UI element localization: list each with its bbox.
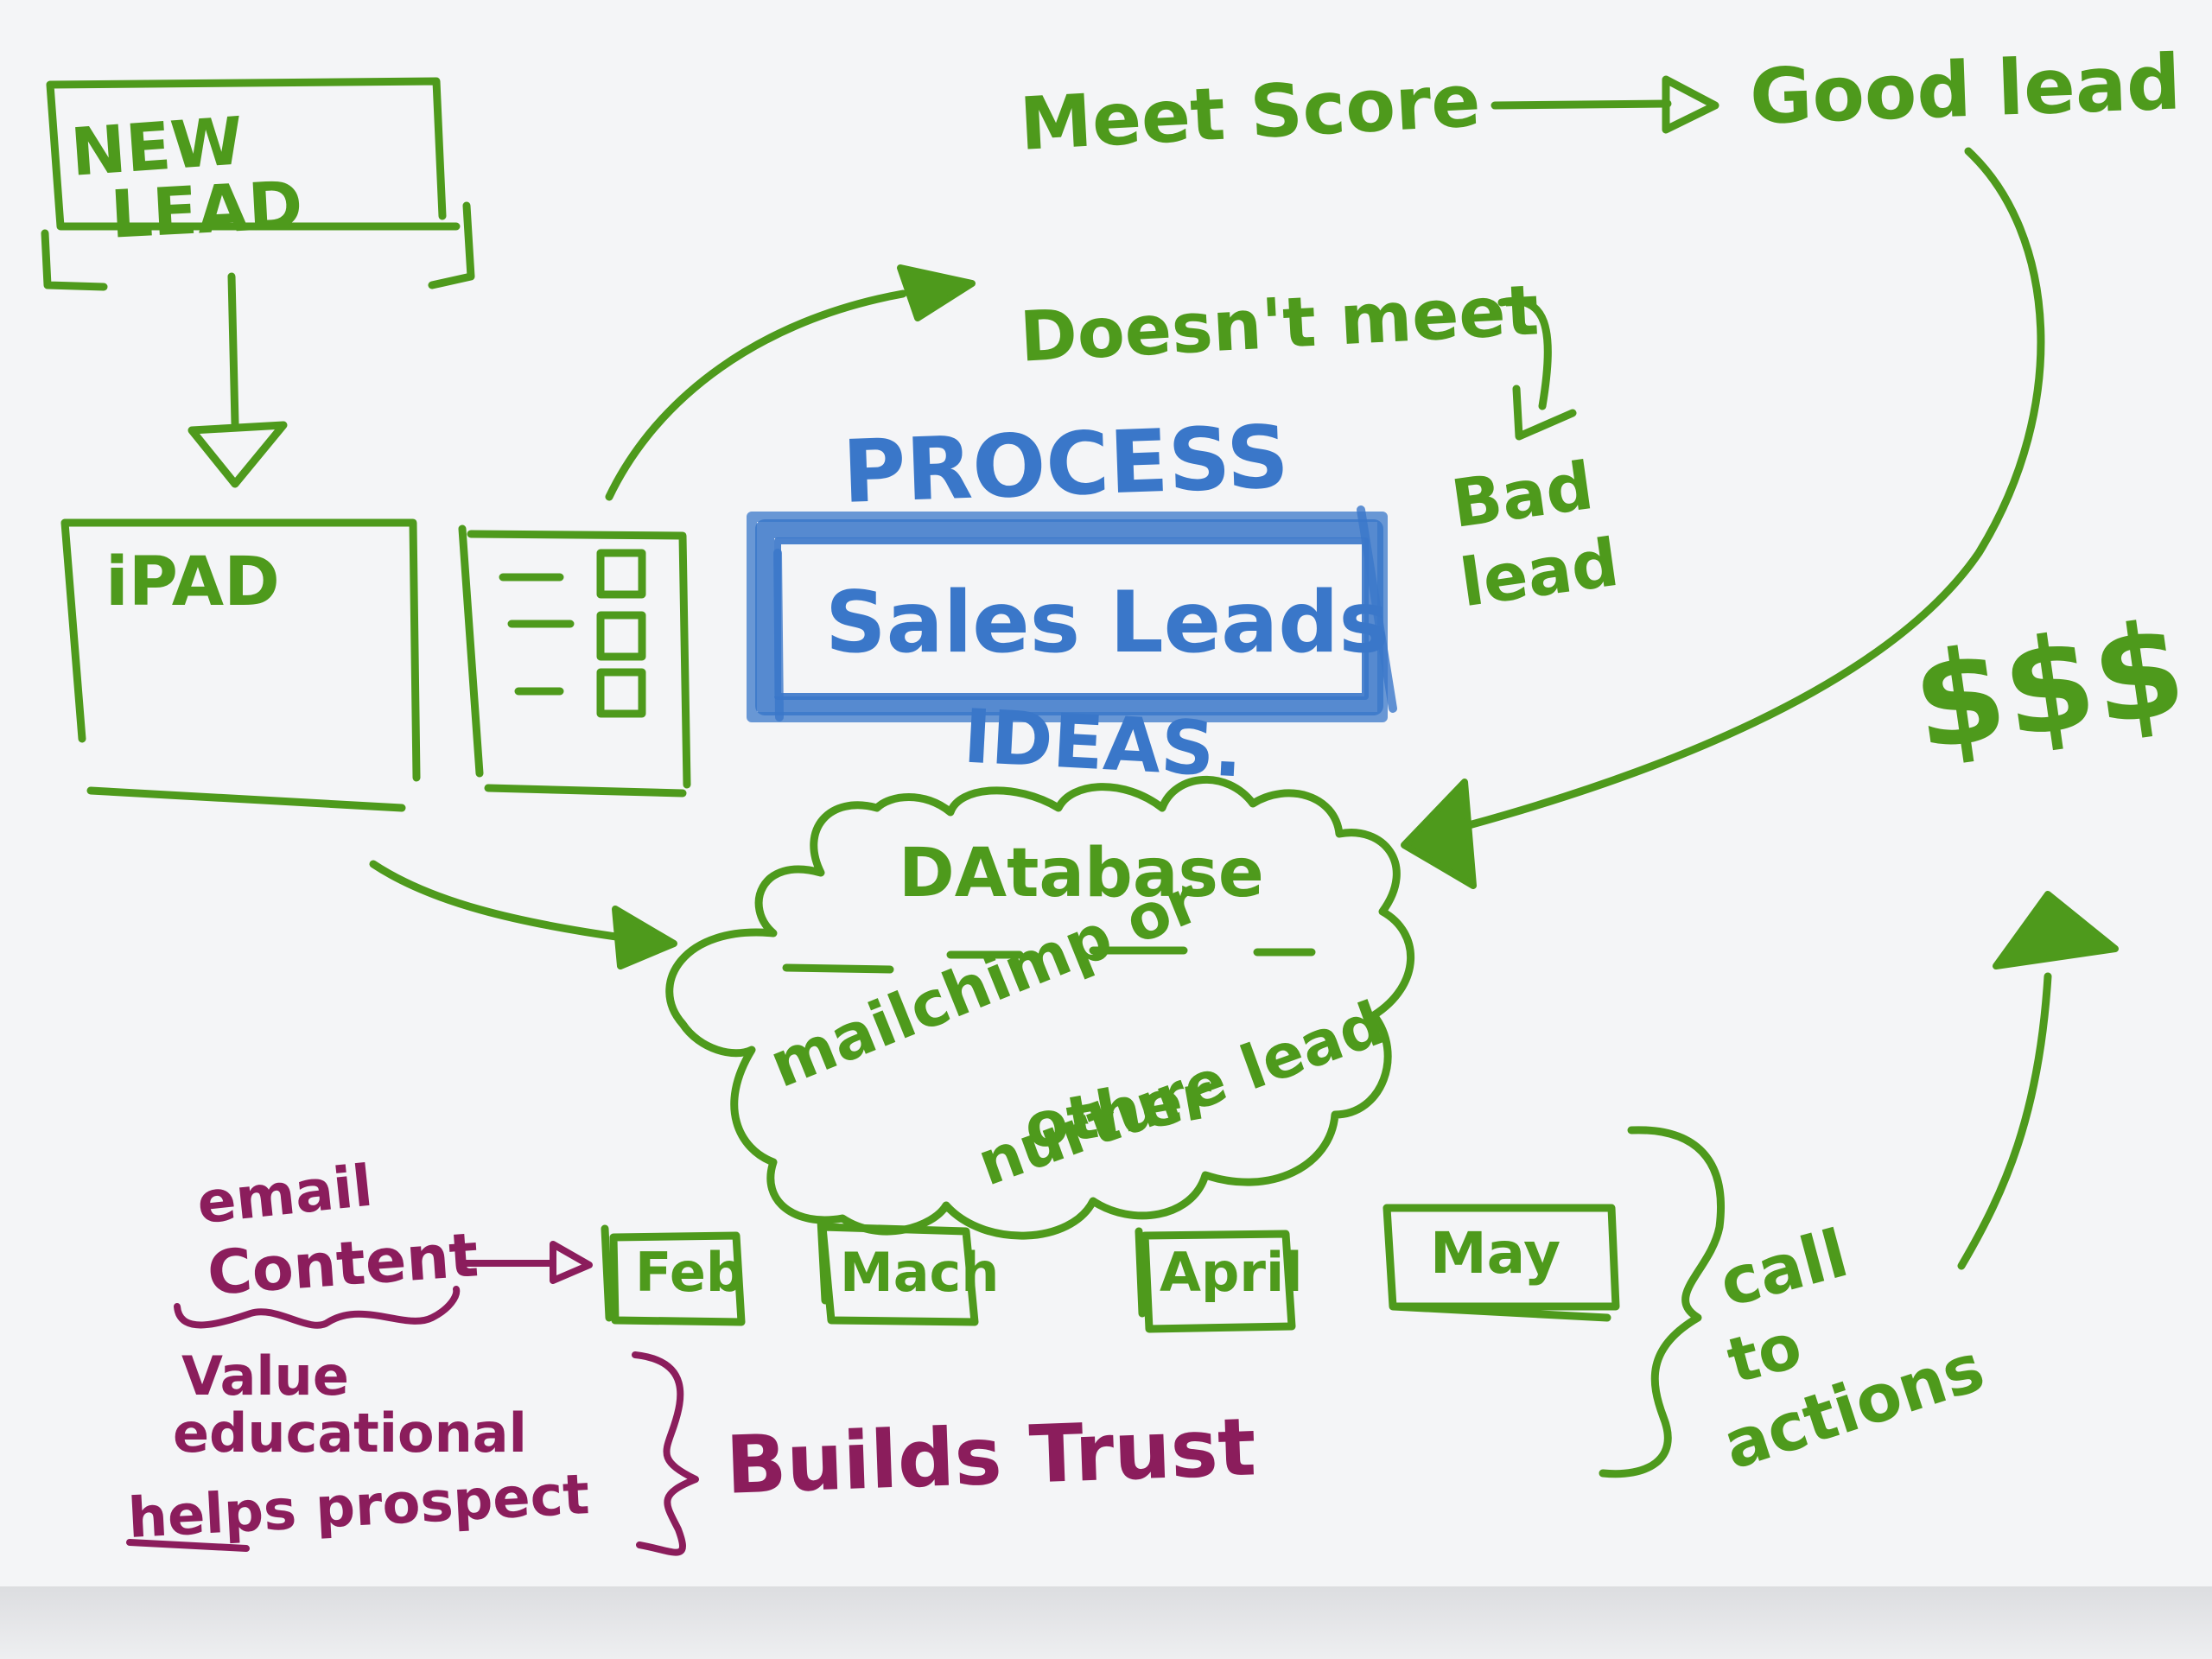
month-may: May: [1430, 1220, 1561, 1287]
arrow-doesnt-meet-to-bad: [1497, 297, 1577, 441]
month-feb: Feb: [635, 1241, 745, 1304]
month-april: April: [1160, 1241, 1303, 1304]
arrow-newlead-to-ipad: [188, 272, 288, 488]
arrow-cta-to-money: [1957, 891, 2119, 1270]
new-lead-label-line2: LEAD: [108, 166, 305, 253]
content-label: Content: [205, 1219, 481, 1309]
database-title: DAtabase: [899, 835, 1264, 912]
desk-edge: [0, 1586, 2212, 1659]
squiggle-underline: [174, 1286, 461, 1329]
sales-leads-label: Sales Leads: [825, 574, 1389, 672]
email-label: email: [194, 1152, 376, 1237]
call-to-actions-brace: [1599, 1126, 1725, 1478]
to-label: to: [1719, 1308, 1809, 1398]
database-cloud: [665, 775, 1414, 1240]
arrow-email-to-feb: [459, 1241, 593, 1284]
sales-leads-box: [747, 505, 1397, 722]
builds-trust-brace: [632, 1351, 699, 1556]
ideas-label: IDEAS.: [961, 693, 1245, 795]
helps-underline: [126, 1539, 250, 1552]
arrow-good-to-database: [1401, 147, 2045, 889]
checklist-form: [458, 524, 691, 798]
arrow-meet-to-good: [1491, 75, 1719, 134]
ipad-label: iPAD: [105, 543, 280, 621]
process-title: PROCESS: [841, 406, 1291, 523]
value-label: Value: [181, 1344, 349, 1408]
arrow-ipad-to-database: [369, 860, 677, 969]
month-boxes: [601, 1204, 1620, 1333]
meet-score-label: Meet Score: [1017, 58, 1483, 167]
builds-trust-label: Builds Trust: [724, 1401, 1258, 1512]
bad-lead-label-line1: Bad: [1446, 447, 1598, 543]
educational-label: educational: [173, 1402, 527, 1465]
ipad-frame: [60, 518, 421, 812]
new-lead-box: [41, 77, 475, 291]
good-lead-label: Good lead: [1748, 37, 2183, 142]
arrow-form-to-doesnt-meet: [605, 264, 976, 501]
money-label: $$$: [1904, 594, 2194, 780]
month-mach: Mach: [840, 1241, 1000, 1304]
